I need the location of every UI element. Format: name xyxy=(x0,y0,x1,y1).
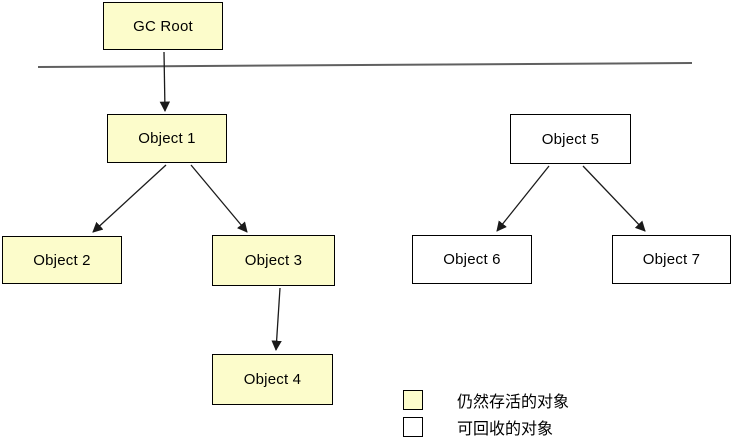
node-object-1: Object 1 xyxy=(107,114,227,163)
node-label: Object 2 xyxy=(33,251,91,269)
node-object-4: Object 4 xyxy=(212,354,333,405)
node-label: Object 5 xyxy=(541,130,600,148)
node-label: Object 7 xyxy=(642,251,701,268)
node-object-7: Object 7 xyxy=(612,235,731,284)
edge-object1-object3 xyxy=(190,164,248,233)
alive-swatch-icon xyxy=(403,390,423,410)
edge-gcroot-object1 xyxy=(159,51,171,113)
node-object-6: Object 6 xyxy=(412,235,532,284)
legend-label-alive: 仍然存活的对象 xyxy=(457,394,570,411)
edge-object1-object2 xyxy=(92,164,167,233)
node-gc-root: GC Root xyxy=(103,2,223,50)
collectable-swatch-icon xyxy=(403,417,423,437)
node-object-2: Object 2 xyxy=(2,236,122,284)
legend-item-alive: 仍然存活的对象 xyxy=(403,388,569,412)
node-object-3: Object 3 xyxy=(212,235,335,286)
node-object-5: Object 5 xyxy=(510,114,631,164)
node-label: Object 4 xyxy=(243,371,302,388)
gc-root-separator-line xyxy=(37,62,693,68)
edge-object5-object7 xyxy=(582,165,646,232)
legend-label-collectable: 可回收的对象 xyxy=(457,421,554,438)
node-label: Object 3 xyxy=(244,252,303,269)
legend-item-collectable: 可回收的对象 xyxy=(403,415,553,439)
edge-object3-object4 xyxy=(271,287,282,352)
node-label: GC Root xyxy=(133,17,193,35)
edge-object5-object6 xyxy=(496,165,550,232)
node-label: Object 1 xyxy=(138,130,196,147)
node-label: Object 6 xyxy=(443,251,501,268)
